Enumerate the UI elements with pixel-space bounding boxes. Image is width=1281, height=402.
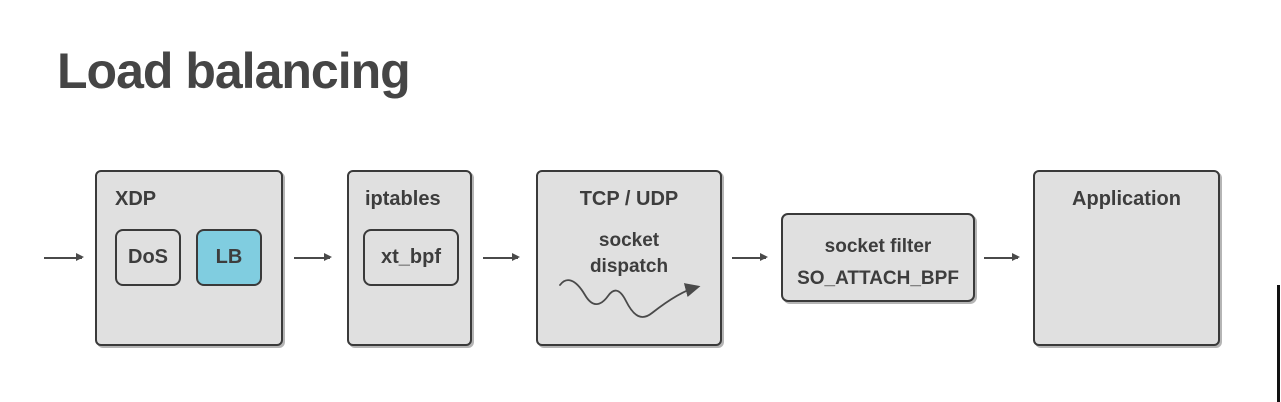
squiggle-arrow-icon bbox=[559, 279, 701, 318]
flow-arrow-in bbox=[44, 254, 84, 261]
node-iptables: iptables xt_bpf bbox=[347, 170, 472, 346]
flow-arrow-socketfilter-application bbox=[984, 254, 1020, 261]
node-application-label: Application bbox=[1072, 188, 1181, 210]
node-dos-label: DoS bbox=[128, 246, 168, 268]
flow-arrow-tcpudp-socketfilter bbox=[732, 254, 768, 261]
node-iptables-label: iptables bbox=[365, 188, 441, 210]
page-title: Load balancing bbox=[57, 43, 411, 99]
right-edge-line bbox=[1277, 285, 1280, 402]
node-tcp-udp-sublabel: socket dispatch bbox=[589, 230, 669, 277]
node-xt-bpf: xt_bpf bbox=[363, 229, 459, 286]
node-lb-label: LB bbox=[215, 246, 243, 268]
node-tcp-udp-label: TCP / UDP bbox=[579, 188, 679, 210]
node-dos: DoS bbox=[115, 229, 181, 286]
node-xt-bpf-label: xt_bpf bbox=[381, 246, 441, 268]
flow-arrow-iptables-tcpudp bbox=[483, 254, 520, 261]
node-socket-filter-label: socket filter SO_ATTACH_BPF bbox=[797, 236, 959, 290]
flow-arrow-xdp-iptables bbox=[294, 254, 332, 261]
node-tcp-udp: TCP / UDP socket dispatch bbox=[536, 170, 722, 346]
node-application: Application bbox=[1033, 170, 1220, 346]
node-xdp-label: XDP bbox=[115, 188, 157, 210]
node-xdp: XDP DoS LB bbox=[95, 170, 283, 346]
node-socket-filter: socket filter SO_ATTACH_BPF bbox=[781, 213, 975, 302]
node-lb: LB bbox=[196, 229, 262, 286]
